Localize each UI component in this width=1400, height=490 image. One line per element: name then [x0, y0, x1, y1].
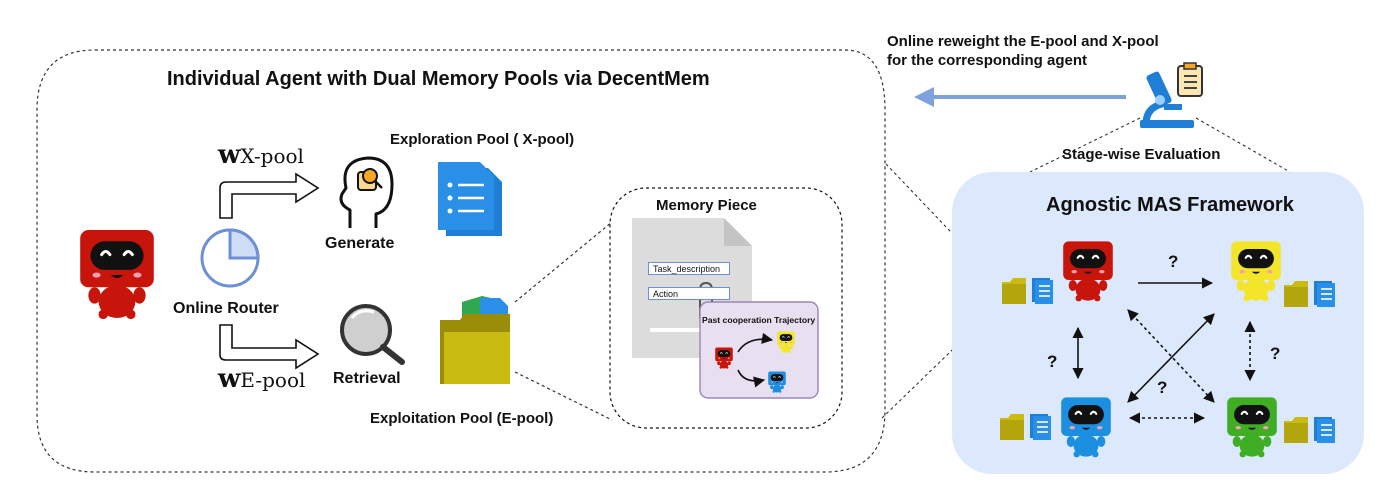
- clipboard-icon: [1177, 62, 1203, 97]
- question-mark-left: ?: [1047, 352, 1058, 371]
- e-pool-label: Exploitation Pool (E-pool): [370, 410, 554, 427]
- trajectory-arrow-down: [737, 369, 766, 388]
- route-arrow-x-pool: [219, 172, 320, 219]
- head-idea-icon: [339, 156, 394, 228]
- question-mark-center: ?: [1157, 378, 1168, 397]
- question-mark-top: ?: [1168, 252, 1179, 271]
- trajectory-panel: [699, 301, 819, 399]
- magnifier-icon: [340, 304, 405, 365]
- folder-icon: [440, 296, 510, 384]
- evaluation-zoom-line-right: [1195, 117, 1291, 173]
- memory-piece-title: Memory Piece: [656, 197, 757, 214]
- question-mark-right: ?: [1270, 344, 1281, 363]
- weight-e-pool: wE-pool: [218, 364, 306, 394]
- stage-wise-evaluation-label: Stage-wise Evaluation: [1062, 146, 1221, 163]
- memory-zoom-line-bottom: [514, 371, 613, 421]
- route-arrow-e-pool: [219, 324, 320, 370]
- mas-framework-title: Agnostic MAS Framework: [1046, 194, 1294, 216]
- memory-zoom-line-top: [514, 221, 613, 303]
- reweight-line-2: for the corresponding agent: [887, 52, 1088, 69]
- microscope-icon: [1140, 71, 1194, 128]
- retrieval-label: Retrieval: [333, 370, 401, 387]
- x-pool-label: Exploration Pool ( X-pool): [390, 131, 575, 148]
- weight-x-pool: wX-pool: [218, 140, 304, 170]
- left-panel-title: Individual Agent with Dual Memory Pools …: [167, 68, 710, 90]
- mas-arrow-red-green: [1127, 309, 1215, 403]
- action-field: Action: [648, 287, 730, 300]
- trajectory-arrow-up: [737, 332, 774, 353]
- trajectory-title: Past cooperation Trajectory: [702, 315, 816, 325]
- reweight-line-1: Online reweight the E-pool and X-pool: [887, 33, 1159, 50]
- evaluation-zoom-line-left: [1029, 117, 1141, 173]
- online-router-label: Online Router: [173, 300, 279, 317]
- task-description-field: Task_description: [648, 262, 730, 275]
- pie-timer-icon: [200, 228, 260, 288]
- document-stack-icon: [438, 162, 502, 236]
- generate-label: Generate: [325, 235, 395, 252]
- main-agent-robot-icon: [78, 228, 156, 320]
